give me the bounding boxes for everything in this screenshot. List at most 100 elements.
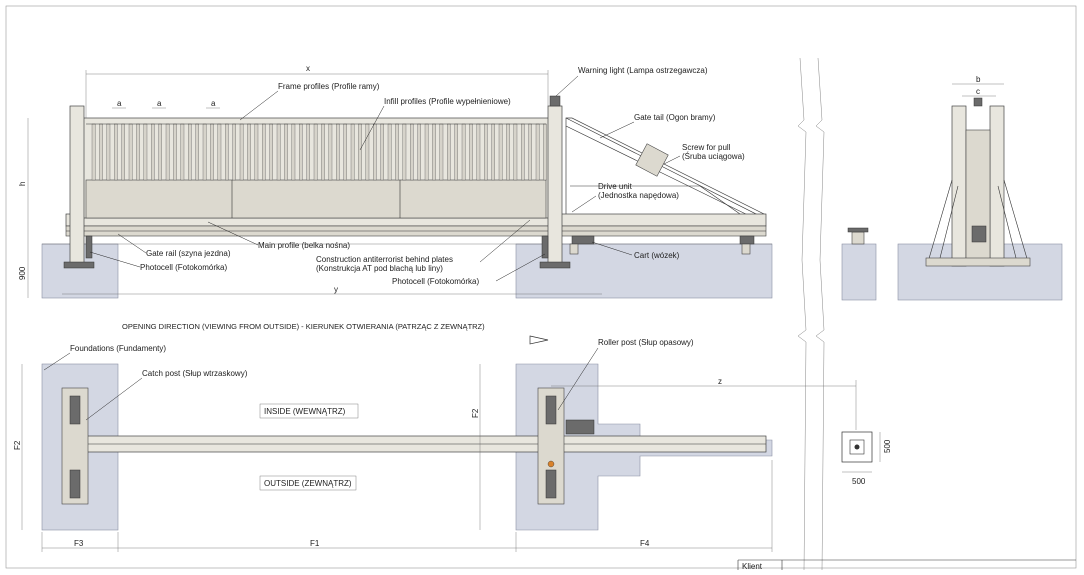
leader-catch-post — [85, 377, 143, 421]
infill-bar — [114, 123, 118, 181]
plan-roller-post-block-2 — [545, 469, 557, 499]
infill-bar — [106, 123, 111, 181]
dim-b-label: b — [976, 75, 981, 84]
infill-bar — [210, 123, 214, 181]
cart-support-1 — [569, 243, 579, 255]
infill-bar — [521, 123, 525, 181]
label-outside: OUTSIDE (ZEWNĄTRZ) — [264, 479, 352, 488]
end-base-plate — [925, 257, 1031, 267]
catch-post-left — [69, 105, 85, 265]
gate-tail-diagonal — [565, 117, 765, 219]
infill-bar — [365, 123, 370, 181]
infill-bar — [276, 123, 281, 181]
label-screw-pull-1: Screw for pull — [682, 143, 731, 152]
dim-f1-label: F1 — [310, 539, 320, 548]
label-inside: INSIDE (WEWNĄTRZ) — [264, 407, 346, 416]
dim-900-label: 900 — [18, 266, 27, 280]
plan-roller-post-block-1 — [545, 395, 557, 425]
infill-bar — [225, 123, 229, 181]
drawing-border — [5, 5, 1077, 569]
dim-a1-label: a — [117, 99, 122, 108]
infill-bar — [513, 123, 518, 181]
leader-gate-tail — [599, 121, 635, 139]
label-infill-profiles: Infill profiles (Profile wypełnieniowe) — [384, 97, 511, 106]
opening-direction: OPENING DIRECTION (VIEWING FROM OUTSIDE)… — [122, 322, 549, 345]
infill-bar — [447, 123, 451, 181]
dim-y-label: y — [334, 285, 338, 294]
side-labels: Warning light (Lampa ostrzegawcza) Frame… — [89, 66, 745, 286]
label-frame-profiles: Frame profiles (Profile ramy) — [278, 82, 380, 91]
plan-catch-post-block-1 — [69, 395, 81, 425]
opening-direction-arrow — [529, 335, 549, 345]
dim-f3-label: F3 — [74, 539, 84, 548]
label-gate-rail: Gate rail (szyna jezdna) — [146, 249, 231, 258]
label-gate-tail: Gate tail (Ogon bramy) — [634, 113, 716, 122]
label-photocell-right: Photocell (Fotokomórka) — [392, 277, 479, 286]
infill-bar — [328, 123, 333, 181]
infill-bar — [121, 123, 125, 181]
dim-c-label: c — [976, 87, 980, 96]
post-detail-stub — [851, 231, 865, 245]
dim-z-label: z — [718, 377, 722, 386]
infill-bar — [439, 123, 444, 181]
infill-bar — [151, 123, 155, 181]
left-post-base — [63, 261, 95, 269]
cart-support-2 — [741, 243, 751, 255]
infill-bar — [350, 123, 355, 181]
plan-labels: Foundations (Fundamenty) Catch post (Słu… — [43, 338, 694, 491]
side-elevation-view — [41, 95, 773, 299]
screw-for-pull — [635, 143, 669, 177]
dim-500-h-label: 500 — [852, 477, 866, 486]
label-main-profile: Main profile (belka nośna) — [258, 241, 350, 250]
infill-bar — [454, 123, 458, 181]
dim-h-label: h — [18, 182, 27, 186]
infill-bar — [128, 123, 133, 181]
infill-bar — [299, 123, 303, 181]
break-line-1 — [797, 57, 807, 571]
leader-frame-profiles — [239, 90, 279, 121]
label-construction-1: Construction antiterrorist behind plates — [316, 255, 453, 264]
infill-bar — [417, 123, 421, 181]
dim-f4-label: F4 — [640, 539, 650, 548]
infill-bar — [424, 123, 429, 181]
infill-bar — [217, 123, 222, 181]
leader-warning-light — [555, 75, 579, 97]
post-detail-plate — [847, 227, 869, 233]
gate-tail-brace-2 — [699, 185, 741, 215]
infill-bar — [313, 123, 318, 181]
infill-bar — [269, 123, 273, 181]
label-drive-unit-1: Drive unit — [598, 182, 633, 191]
end-strut-left-inner — [939, 185, 959, 259]
infill-bar — [91, 123, 96, 181]
infill-bar — [254, 123, 259, 181]
infill-bar — [506, 123, 510, 181]
infill-bar — [262, 123, 266, 181]
infill-bar — [165, 123, 170, 181]
infill-bar — [195, 123, 199, 181]
label-screw-pull-2: (Śruba uciągowa) — [682, 152, 745, 161]
infill-bar — [99, 123, 103, 181]
photocell-left — [85, 235, 93, 259]
label-opening-direction: OPENING DIRECTION (VIEWING FROM OUTSIDE)… — [122, 322, 485, 331]
dim-f2-left-label: F2 — [13, 440, 22, 450]
infill-bar — [498, 123, 503, 181]
leader-gate-rail — [117, 233, 147, 254]
end-strut-left — [927, 179, 953, 263]
infill-bar — [461, 123, 466, 181]
infill-bar — [336, 123, 340, 181]
infill-bar — [535, 123, 540, 181]
dim-500-v-label: 500 — [883, 439, 892, 453]
end-view: b c — [897, 75, 1063, 301]
leader-main-profile — [207, 221, 259, 246]
infill-bar — [380, 123, 384, 181]
plan-warning-light — [547, 460, 555, 468]
post-detail-view — [841, 227, 877, 301]
infill-bar — [395, 123, 399, 181]
label-klient: Klient — [742, 562, 763, 570]
label-foundations: Foundations (Fundamenty) — [70, 344, 166, 353]
right-post-base — [539, 261, 571, 269]
infill-bar — [291, 123, 296, 181]
cart-1 — [571, 235, 595, 245]
break-lines — [797, 57, 825, 571]
